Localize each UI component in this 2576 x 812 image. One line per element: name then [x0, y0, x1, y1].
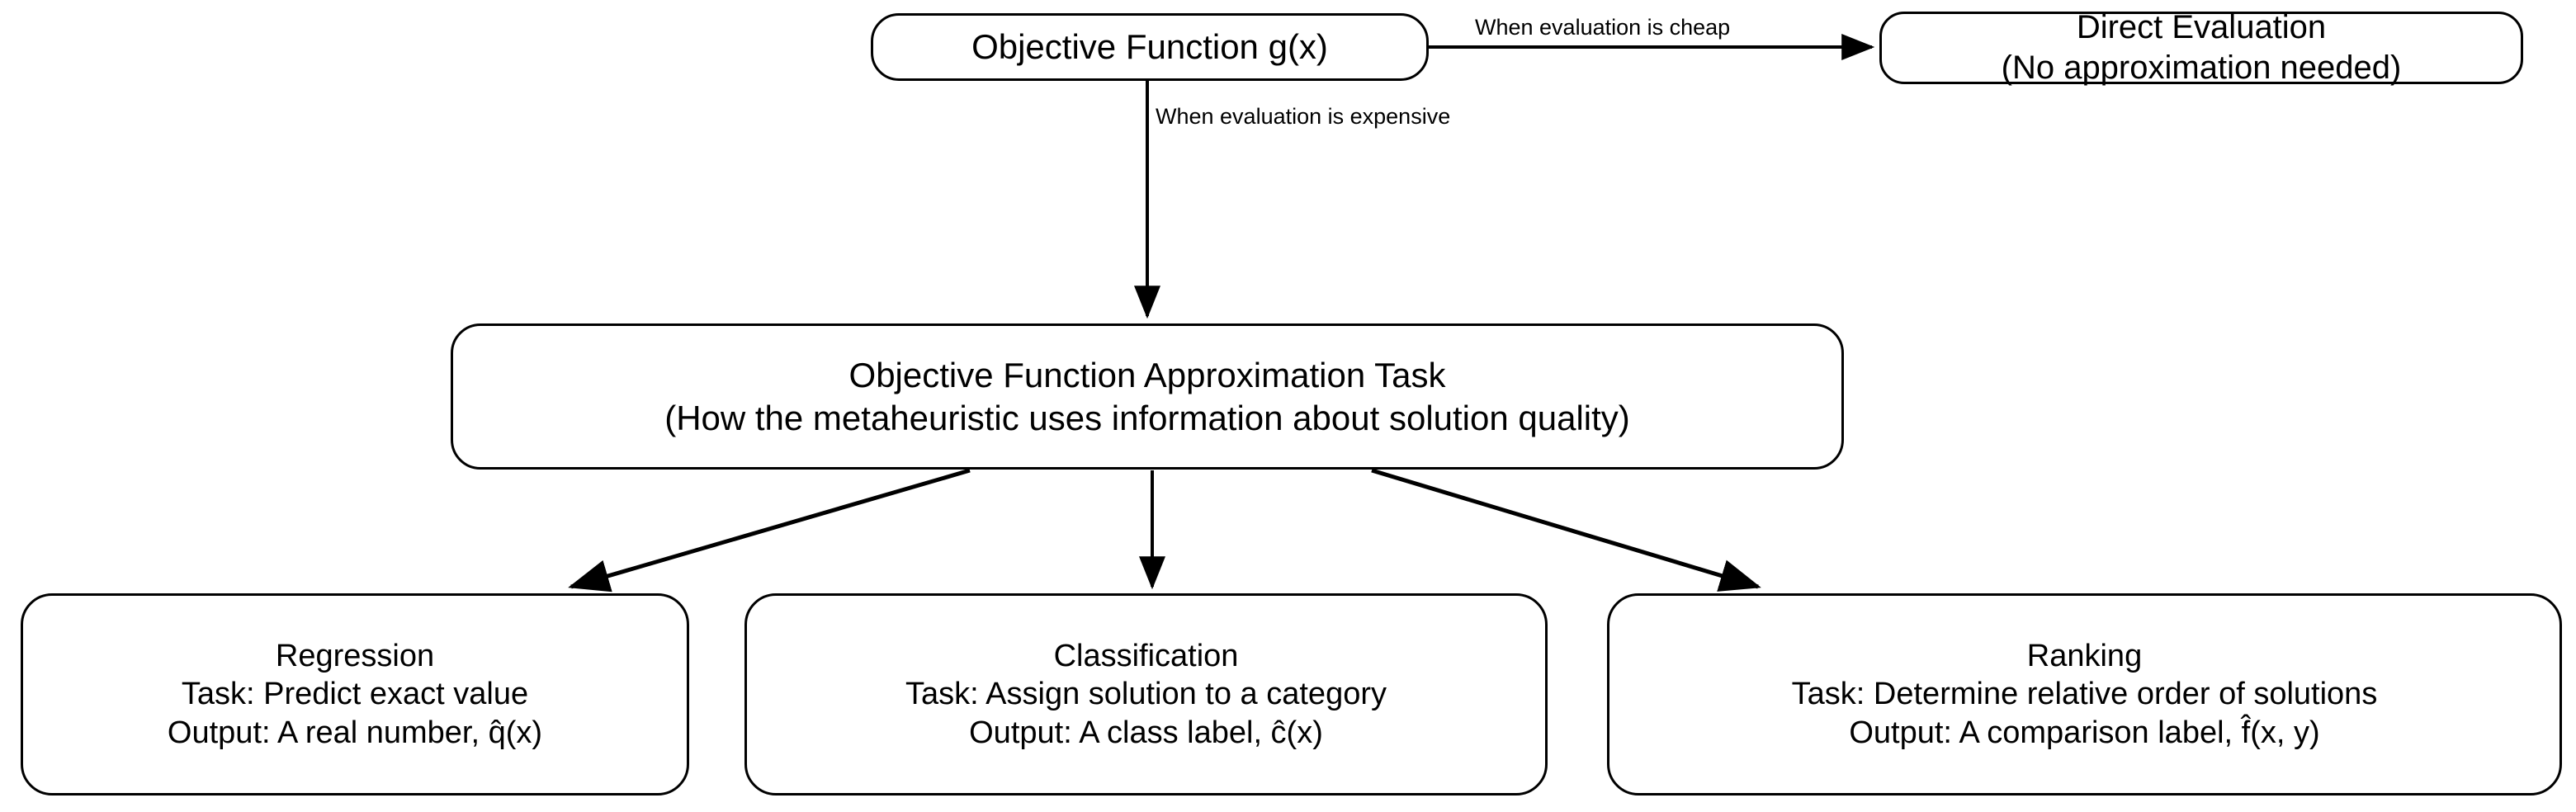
node-classification-output: Output: A class label, ĉ(x)	[969, 715, 1323, 750]
node-objective-function[interactable]: Objective Function g(x)	[871, 13, 1429, 81]
edge-label-when-evaluation-is-expensive: When evaluation is expensive	[1156, 104, 1451, 129]
node-regression-task: Task: Predict exact value	[181, 677, 529, 712]
node-classification-title: Classification	[1053, 638, 1239, 673]
node-approximation-task-line-2: (How the metaheuristic uses information …	[664, 398, 1630, 437]
node-direct-evaluation[interactable]: Direct Evaluation (No approximation need…	[1879, 9, 2523, 86]
node-ranking-title: Ranking	[2026, 638, 2143, 673]
node-regression-title: Regression	[275, 638, 435, 673]
node-ranking[interactable]: Ranking Task: Determine relative order o…	[1607, 593, 2562, 795]
edge-approximation-to-ranking	[1371, 468, 1761, 592]
node-regression[interactable]: Regression Task: Predict exact value Out…	[21, 593, 689, 795]
node-ranking-task: Task: Determine relative order of soluti…	[1791, 677, 2378, 712]
node-objective-function-line-1: Objective Function g(x)	[971, 27, 1328, 67]
node-approximation-task-line-1: Objective Function Approximation Task	[848, 356, 1446, 395]
edge-approximation-to-regression	[568, 468, 971, 592]
node-direct-evaluation-line-1: Direct Evaluation	[2076, 9, 2327, 46]
node-classification[interactable]: Classification Task: Assign solution to …	[744, 593, 1548, 795]
node-regression-output: Output: A real number, q̂(x)	[167, 715, 543, 750]
edge-label-when-evaluation-is-cheap: When evaluation is cheap	[1475, 15, 1731, 40]
node-ranking-output: Output: A comparison label, f̂(x, y)	[1849, 715, 2320, 750]
node-classification-task: Task: Assign solution to a category	[905, 677, 1387, 712]
node-approximation-task[interactable]: Objective Function Approximation Task (H…	[451, 323, 1844, 470]
node-direct-evaluation-line-2: (No approximation needed)	[2001, 50, 2402, 86]
